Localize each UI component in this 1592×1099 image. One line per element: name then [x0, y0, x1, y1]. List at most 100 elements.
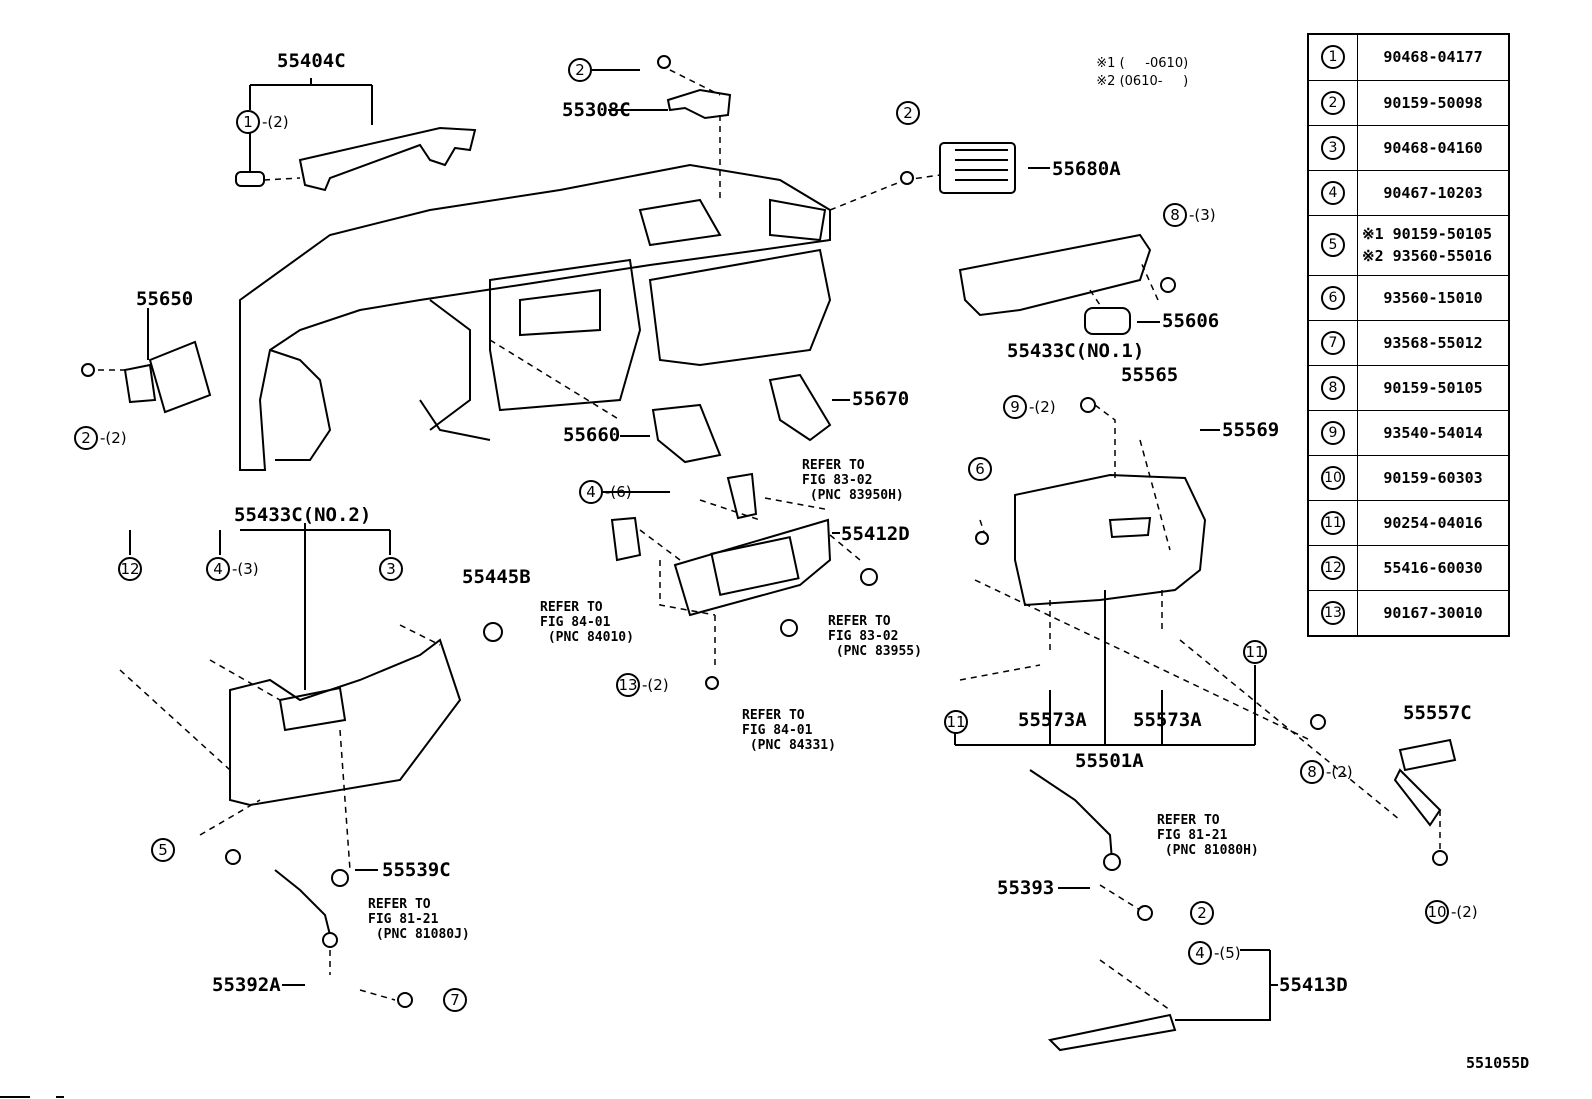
callout-2-vent[interactable]: 2	[896, 101, 920, 125]
callout-7[interactable]: 7	[443, 988, 467, 1012]
label-55557C[interactable]: 55557C	[1403, 702, 1472, 724]
part-number: 90467-10203	[1357, 169, 1510, 216]
part-number: 90159-50105	[1357, 364, 1510, 411]
clip-shape	[235, 171, 265, 187]
refer-to-83950H[interactable]: REFER TO FIG 83-02 (PNC 83950H)	[802, 458, 904, 503]
callout-2-top[interactable]: 2	[568, 58, 592, 82]
callout-10[interactable]: 10	[1425, 900, 1449, 924]
callout-4-center[interactable]: 4	[579, 480, 603, 504]
refer-to-81080H[interactable]: REFER TO FIG 81-21 (PNC 81080H)	[1157, 813, 1259, 858]
callout-4-bottom-qty: -(5)	[1214, 944, 1241, 962]
callout-3[interactable]: 3	[379, 557, 403, 581]
part-number: 90468-04160	[1357, 124, 1510, 171]
callout-8-right[interactable]: 8	[1300, 760, 1324, 784]
label-55680A[interactable]: 55680A	[1052, 158, 1121, 180]
callout-8-right-qty: -(2)	[1326, 763, 1353, 781]
legend-row: 4 90467-10203	[1307, 169, 1510, 216]
ref-circle: 10	[1321, 465, 1345, 490]
label-55433C-no1[interactable]: 55433C(NO.1)	[1007, 340, 1145, 362]
label-55412D[interactable]: 55412D	[841, 523, 910, 545]
label-55569[interactable]: 55569	[1222, 419, 1280, 441]
lower-panel-shape	[229, 638, 462, 807]
label-55573A-left[interactable]: 55573A	[1018, 709, 1087, 731]
label-55670[interactable]: 55670	[852, 388, 910, 410]
callout-1-qty: -(2)	[262, 113, 289, 131]
callout-4-bottom[interactable]: 4	[1188, 941, 1212, 965]
part-number: ※1 90159-50105	[1362, 225, 1492, 243]
callout-13-qty: -(2)	[642, 676, 669, 694]
instrument-panel-outline	[239, 163, 831, 471]
label-55660[interactable]: 55660	[563, 424, 621, 446]
ref-circle: 12	[1321, 555, 1345, 580]
callout-5[interactable]: 5	[151, 838, 175, 862]
label-55539C[interactable]: 55539C	[382, 859, 451, 881]
label-55650[interactable]: 55650	[136, 288, 194, 310]
refer-to-81080J[interactable]: REFER TO FIG 81-21 (PNC 81080J)	[368, 897, 470, 942]
refer-to-84010[interactable]: REFER TO FIG 84-01 (PNC 84010)	[540, 600, 634, 645]
callout-4-center-qty: -(6)	[605, 483, 632, 501]
label-55392A[interactable]: 55392A	[212, 974, 281, 996]
ref-circle: 5	[1321, 233, 1345, 257]
part-number: 90254-04016	[1357, 499, 1510, 546]
callout-8-top[interactable]: 8	[1163, 203, 1187, 227]
label-55565[interactable]: 55565	[1121, 364, 1179, 386]
ref-circle: 6	[1321, 285, 1345, 310]
ref-circle: 13	[1321, 600, 1345, 625]
glove-box-shape	[1014, 473, 1207, 607]
callout-11-right[interactable]: 11	[1243, 640, 1267, 664]
note-1-mark: ※1	[1096, 56, 1116, 71]
callout-9-qty: -(2)	[1029, 398, 1056, 416]
part-55404C-shape	[298, 126, 477, 192]
part-number: 93560-15010	[1357, 274, 1510, 321]
label-55501A[interactable]: 55501A	[1075, 750, 1144, 772]
figure-id: 551055D	[1466, 1054, 1530, 1072]
label-55404C[interactable]: 55404C	[277, 50, 346, 72]
label-55573A-right[interactable]: 55573A	[1133, 709, 1202, 731]
part-number: ※2 93560-55016	[1362, 247, 1492, 265]
ref-circle: 7	[1321, 330, 1345, 355]
callout-2-bottom[interactable]: 2	[1190, 901, 1214, 925]
note-2-text: (0610- )	[1119, 74, 1189, 89]
callout-9[interactable]: 9	[1003, 395, 1027, 419]
note-1-text: ( -0610)	[1119, 56, 1189, 71]
legend-row: 8 90159-50105	[1307, 364, 1510, 411]
label-55413D[interactable]: 55413D	[1279, 974, 1348, 996]
callout-13[interactable]: 13	[616, 673, 640, 697]
part-number: 90159-50098	[1357, 79, 1510, 126]
ref-circle: 8	[1321, 375, 1345, 400]
legend-row: 3 90468-04160	[1307, 124, 1510, 171]
callout-4-left[interactable]: 4	[206, 557, 230, 581]
label-55308C[interactable]: 55308C	[562, 99, 631, 121]
callout-2-left[interactable]: 2	[74, 426, 98, 450]
callout-6[interactable]: 6	[968, 457, 992, 481]
label-55393[interactable]: 55393	[997, 877, 1055, 899]
ref-circle: 2	[1321, 90, 1345, 115]
ref-circle: 3	[1321, 135, 1345, 160]
callout-8-top-qty: -(3)	[1189, 206, 1216, 224]
ref-circle: 11	[1321, 510, 1345, 535]
label-55445B[interactable]: 55445B	[462, 566, 531, 588]
callout-4-left-qty: -(3)	[232, 560, 259, 578]
legend-row: 11 90254-04016	[1307, 499, 1510, 546]
callout-12[interactable]: 12	[118, 557, 142, 581]
ref-circle: 4	[1321, 180, 1345, 205]
note-2: ※2 (0610- )	[1088, 56, 1188, 90]
label-55606[interactable]: 55606	[1162, 310, 1220, 332]
refer-to-84331[interactable]: REFER TO FIG 84-01 (PNC 84331)	[742, 708, 836, 753]
callout-1[interactable]: 1	[236, 110, 260, 134]
callout-11-left[interactable]: 11	[944, 710, 968, 734]
ref-circle: 9	[1321, 420, 1345, 445]
part-number: 93540-54014	[1357, 409, 1510, 456]
label-55433C-no2[interactable]: 55433C(NO.2)	[234, 504, 372, 526]
part-number: 55416-60030	[1357, 544, 1510, 591]
callout-2-left-qty: -(2)	[100, 429, 127, 447]
legend-row: 12 55416-60030	[1307, 544, 1510, 591]
note-2-mark: ※2	[1096, 74, 1116, 89]
refer-to-83955[interactable]: REFER TO FIG 83-02 (PNC 83955)	[828, 614, 922, 659]
callout-10-qty: -(2)	[1451, 903, 1478, 921]
